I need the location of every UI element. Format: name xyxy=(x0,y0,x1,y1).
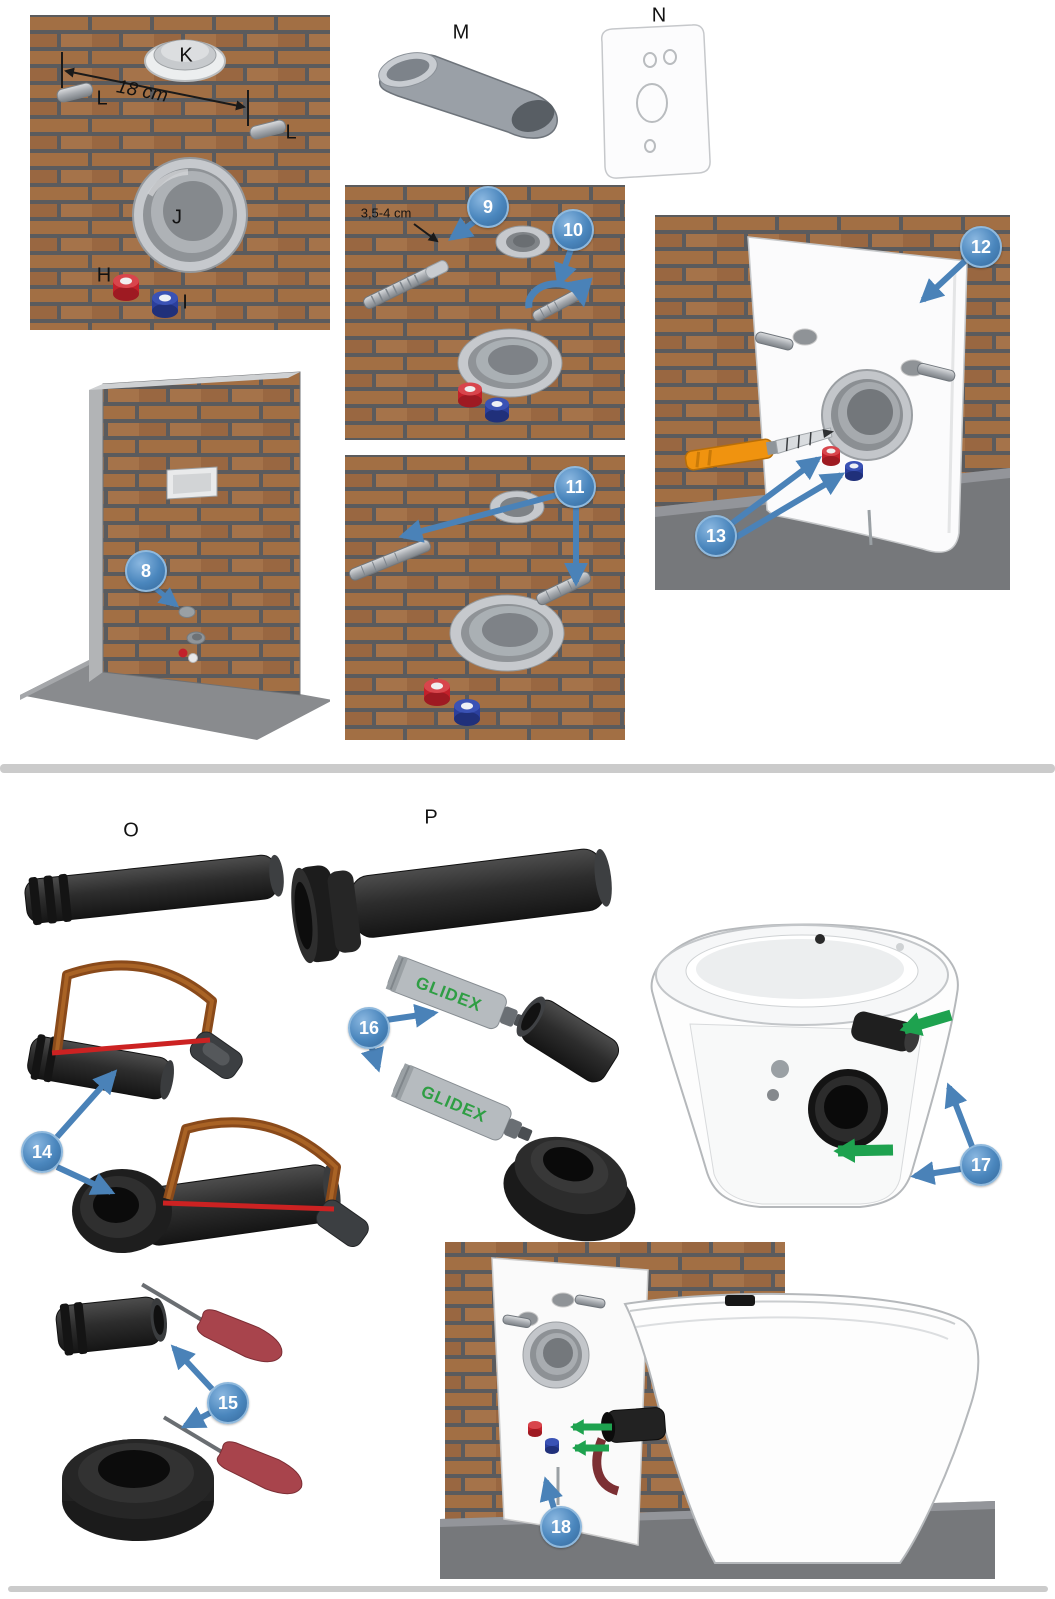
step-badge-13: 13 xyxy=(695,515,737,557)
pipe-end-small xyxy=(516,996,620,1083)
part-n-gasket xyxy=(600,24,711,179)
step-badge-10: 10 xyxy=(552,209,594,251)
cap-blue-small xyxy=(845,461,863,481)
deburr-flange xyxy=(62,1439,214,1541)
panel-step-8 xyxy=(15,370,330,740)
step-badge-9: 9 xyxy=(467,186,509,228)
wall-hole-small xyxy=(495,225,551,259)
access-panel xyxy=(166,466,218,500)
panel-loose-parts xyxy=(340,0,740,185)
wall-hole-small xyxy=(489,490,545,524)
part-label-o: O xyxy=(123,819,139,842)
wall-opening-through-sheet xyxy=(821,369,913,461)
toilet-back-view xyxy=(650,923,959,1208)
panel-wall-markup xyxy=(30,15,330,330)
cap-blue xyxy=(485,397,509,423)
part-label-l-left: L xyxy=(96,87,108,110)
dimension-stud: 3,5-4 cm xyxy=(360,205,412,221)
step-badge-16: 16 xyxy=(348,1007,390,1049)
deburr-small-pipe xyxy=(55,1296,168,1356)
hacksaw-lower xyxy=(72,1117,369,1253)
panel-bottom-steps: GLIDEX GLIDEX xyxy=(0,779,1055,1599)
glidex-tube-upper: GLIDEX xyxy=(385,954,529,1030)
rubber-flange xyxy=(503,1136,636,1242)
stud-left xyxy=(348,539,432,581)
deburring-tool-lower xyxy=(162,1415,303,1495)
threaded-rod xyxy=(363,260,449,309)
part-label-j: J xyxy=(172,206,182,229)
part-label-m: M xyxy=(452,21,470,44)
cap-blue-tiny xyxy=(545,1438,559,1454)
pipe-p xyxy=(291,848,612,964)
metal-pin xyxy=(867,509,873,546)
inlet-pipe xyxy=(601,1407,666,1443)
page-divider xyxy=(0,764,1055,773)
step-badge-17: 17 xyxy=(960,1144,1002,1186)
page-bottom-edge xyxy=(8,1586,1048,1592)
cap-red xyxy=(424,679,450,706)
hacksaw-upper xyxy=(27,960,243,1100)
anchor-right xyxy=(900,359,956,382)
step-badge-14: 14 xyxy=(21,1131,63,1173)
step-badge-12: 12 xyxy=(960,226,1002,268)
step-badge-11: 11 xyxy=(554,466,596,508)
utility-knife xyxy=(684,427,835,471)
part-label-i: I xyxy=(182,291,188,314)
wall-side xyxy=(89,384,103,682)
saw-blade xyxy=(162,1200,335,1212)
anchor-left xyxy=(755,328,818,351)
glidex-tube-lower: GLIDEX xyxy=(390,1063,533,1141)
part-label-n: N xyxy=(651,4,667,27)
cap-red-tiny xyxy=(528,1421,542,1437)
floor xyxy=(20,657,330,740)
step-badge-8: 8 xyxy=(125,550,167,592)
cap-blue xyxy=(454,699,480,726)
part-label-h: H xyxy=(96,264,112,287)
seat-hinge-cap xyxy=(725,1295,755,1306)
step-badge-18: 18 xyxy=(540,1506,582,1548)
wall-opening-j xyxy=(132,157,248,273)
wall-hole-large xyxy=(449,594,565,672)
step18-scene xyxy=(440,1242,995,1579)
cap-red-small xyxy=(822,446,840,466)
supply-fittings xyxy=(178,606,206,663)
part-label-p: P xyxy=(424,806,438,829)
saw-blade xyxy=(51,1037,211,1056)
part-label-l-right: L xyxy=(285,121,297,144)
cap-i-blue xyxy=(152,291,178,318)
part-m-connector xyxy=(378,52,558,139)
cap-h-red xyxy=(113,274,139,301)
brick-wall-3d xyxy=(102,371,301,696)
part-label-k: K xyxy=(179,44,193,67)
toilet-side-view xyxy=(592,1292,980,1564)
step-badge-15: 15 xyxy=(207,1382,249,1424)
deburring-tool-upper xyxy=(141,1282,283,1363)
pipe-o xyxy=(24,854,284,926)
cap-red xyxy=(458,382,482,408)
wall-hole-large xyxy=(457,328,563,398)
wall-plug-right xyxy=(249,119,287,140)
